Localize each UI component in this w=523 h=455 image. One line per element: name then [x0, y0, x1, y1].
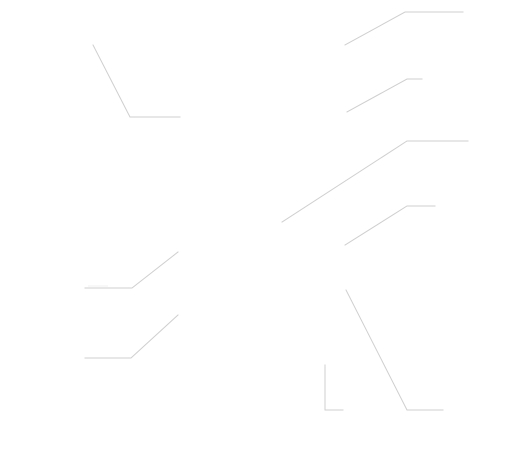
leader-line-lower-right-bracket: [324, 364, 344, 411]
leader-line-lower-right-diagonal: [345, 289, 444, 411]
leader-line-upper-right-second: [346, 78, 423, 113]
leader-line-middle-left: [84, 251, 179, 289]
leader-line-upper-right-top: [344, 11, 464, 46]
leader-line-middle-right-long: [281, 140, 469, 223]
leader-line-middle-right-short: [344, 205, 436, 246]
leader-line-lower-left: [84, 314, 179, 359]
faint-label-remnant: [88, 285, 108, 287]
leader-line-upper-left: [92, 44, 181, 118]
